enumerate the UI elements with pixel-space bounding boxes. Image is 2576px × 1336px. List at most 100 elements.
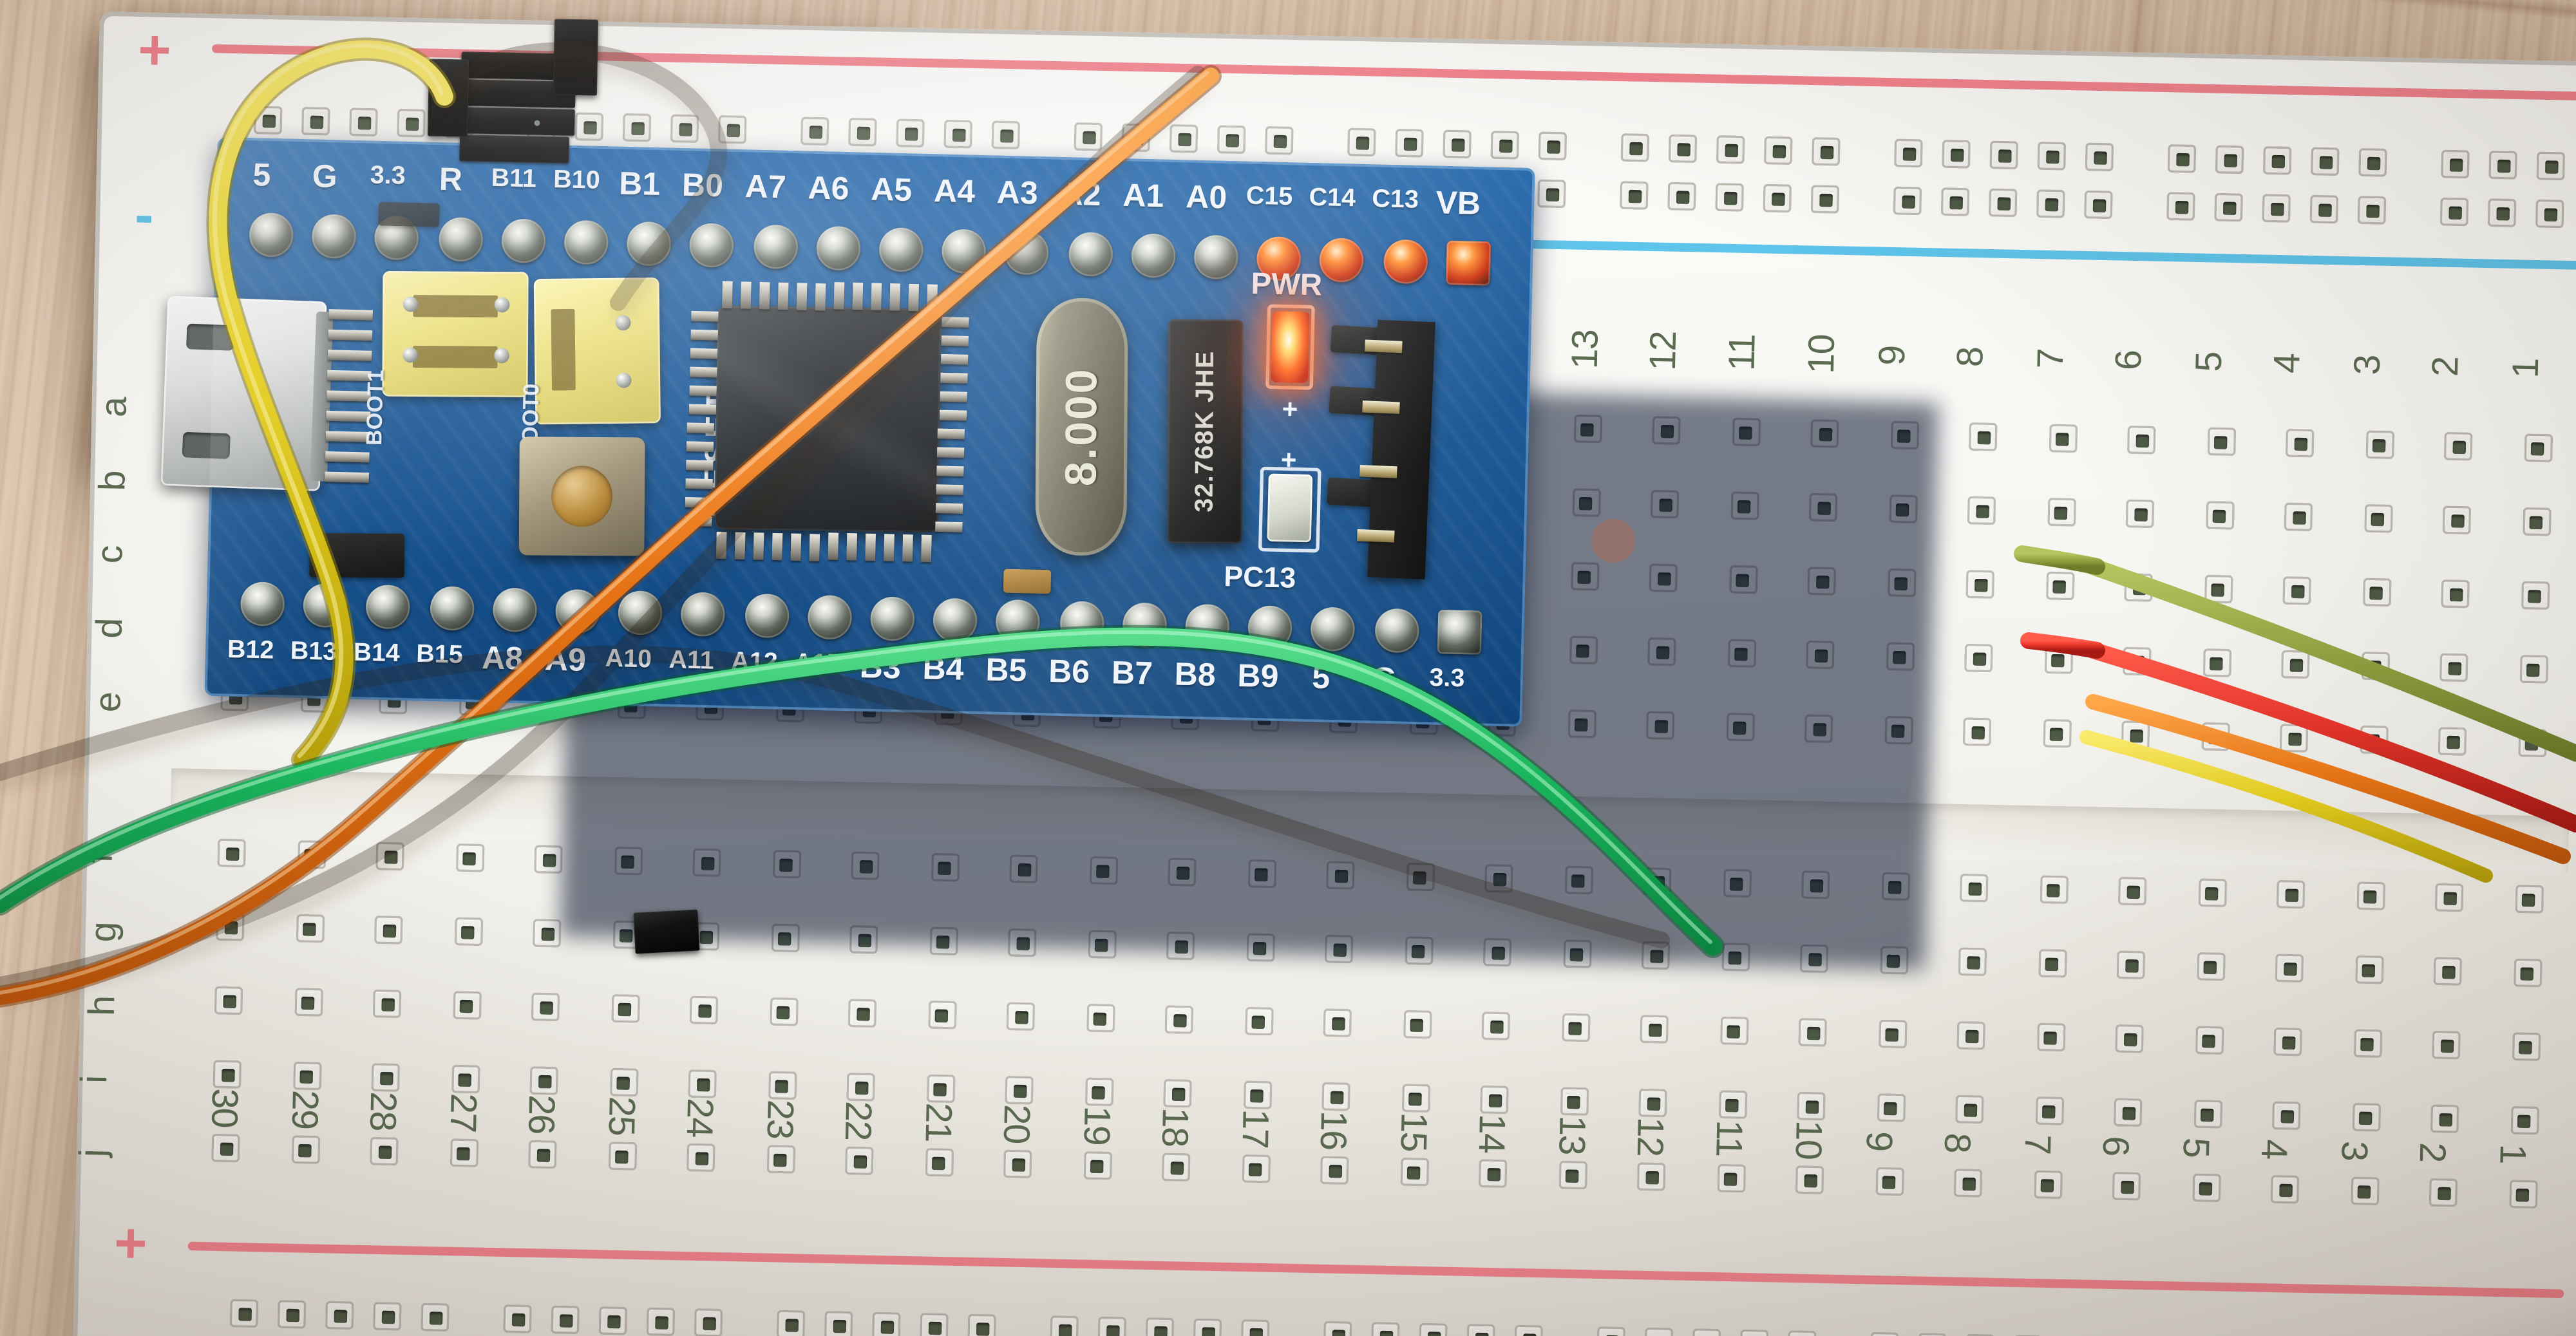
tie-point-hole[interactable]: [1480, 1085, 1509, 1115]
top-solder-pad[interactable]: [1319, 238, 1365, 283]
top-solder-pad[interactable]: [815, 225, 861, 271]
tie-point-hole[interactable]: [767, 1071, 796, 1100]
top-solder-pad[interactable]: [1193, 234, 1239, 280]
power-rail-hole[interactable]: [967, 1313, 996, 1336]
power-rail-hole[interactable]: [1514, 1324, 1543, 1336]
power-rail-hole[interactable]: [325, 1301, 354, 1330]
power-rail-hole[interactable]: [2085, 142, 2114, 172]
tie-point-hole[interactable]: [1399, 1157, 1428, 1187]
tie-point-hole[interactable]: [2285, 428, 2315, 458]
bottom-solder-pad[interactable]: [1184, 603, 1230, 649]
tie-point-hole[interactable]: [2517, 728, 2546, 758]
tie-point-hole[interactable]: [1716, 1163, 1745, 1193]
tie-point-hole[interactable]: [1084, 1077, 1113, 1107]
tie-point-hole[interactable]: [1005, 1075, 1034, 1105]
tie-point-hole[interactable]: [923, 1147, 953, 1177]
tie-point-hole[interactable]: [1401, 1084, 1430, 1113]
power-rail-hole[interactable]: [2441, 149, 2470, 179]
tie-point-hole[interactable]: [2518, 654, 2548, 684]
power-rail-hole[interactable]: [1466, 1324, 1495, 1336]
top-solder-pad[interactable]: [1445, 240, 1491, 286]
tie-point-hole[interactable]: [1874, 1167, 1904, 1196]
power-rail-hole[interactable]: [776, 1310, 806, 1336]
boot0-jumper[interactable]: [533, 278, 661, 425]
tie-point-hole[interactable]: [2520, 581, 2549, 610]
tie-point-hole[interactable]: [2047, 424, 2077, 453]
power-rail-hole[interactable]: [1965, 1333, 1994, 1336]
power-rail-hole[interactable]: [670, 114, 699, 144]
tie-point-hole[interactable]: [531, 992, 560, 1022]
power-rail-hole[interactable]: [373, 1301, 402, 1331]
tie-point-hole[interactable]: [2439, 653, 2468, 682]
power-rail-hole[interactable]: [1419, 1322, 1448, 1336]
bottom-solder-pad[interactable]: [744, 593, 790, 639]
power-rail-hole[interactable]: [1940, 187, 1970, 216]
power-rail-hole[interactable]: [1074, 122, 1103, 151]
power-rail-hole[interactable]: [824, 1311, 853, 1336]
tie-point-hole[interactable]: [2112, 1172, 2141, 1201]
tie-point-hole[interactable]: [371, 1063, 401, 1092]
tie-point-hole[interactable]: [1244, 1006, 1273, 1036]
power-rail-hole[interactable]: [1810, 185, 1840, 214]
tie-point-hole[interactable]: [1956, 1021, 1985, 1050]
power-rail-hole[interactable]: [1097, 1316, 1127, 1336]
tie-point-hole[interactable]: [2125, 499, 2155, 529]
tie-point-hole[interactable]: [528, 1140, 557, 1169]
power-rail-hole[interactable]: [1692, 1328, 1721, 1336]
header-bottom[interactable]: [633, 909, 700, 954]
bottom-solder-pad[interactable]: [1437, 609, 1482, 655]
tie-point-hole[interactable]: [2353, 1029, 2382, 1058]
tie-point-hole[interactable]: [1636, 1162, 1666, 1191]
power-rail-hole[interactable]: [2358, 147, 2387, 177]
tie-point-hole[interactable]: [2355, 881, 2385, 910]
tie-point-hole[interactable]: [2197, 878, 2226, 907]
tie-point-hole[interactable]: [2045, 571, 2074, 601]
bottom-solder-pad[interactable]: [1247, 605, 1293, 650]
tie-point-hole[interactable]: [213, 1060, 242, 1089]
tie-point-hole[interactable]: [687, 1143, 715, 1172]
tie-point-hole[interactable]: [2351, 1102, 2380, 1132]
tie-point-hole[interactable]: [1402, 1010, 1432, 1039]
power-rail-hole[interactable]: [1739, 1329, 1769, 1336]
tie-point-hole[interactable]: [1085, 1003, 1115, 1033]
tie-point-hole[interactable]: [765, 1145, 795, 1174]
power-rail-hole[interactable]: [2167, 144, 2197, 173]
top-solder-pad[interactable]: [627, 221, 672, 267]
tie-point-hole[interactable]: [372, 989, 402, 1019]
tie-point-hole[interactable]: [688, 1069, 717, 1098]
power-rail-hole[interactable]: [1894, 138, 1923, 168]
power-rail-hole[interactable]: [2036, 189, 2065, 218]
tie-point-hole[interactable]: [2443, 431, 2473, 461]
power-rail-hole[interactable]: [1443, 129, 1472, 159]
tie-point-hole[interactable]: [2115, 1024, 2144, 1053]
power-rail-hole[interactable]: [991, 120, 1021, 150]
tie-point-hole[interactable]: [453, 917, 482, 946]
tie-point-hole[interactable]: [609, 1068, 638, 1097]
tie-point-hole[interactable]: [2113, 1098, 2143, 1127]
power-rail-hole[interactable]: [871, 1312, 901, 1336]
power-rail-hole[interactable]: [277, 1299, 307, 1329]
power-rail-hole[interactable]: [1050, 1315, 1079, 1336]
top-solder-pad[interactable]: [312, 214, 357, 259]
top-solder-pad[interactable]: [1382, 239, 1428, 285]
tie-point-hole[interactable]: [2360, 652, 2389, 681]
tie-point-hole[interactable]: [689, 995, 719, 1025]
tie-point-hole[interactable]: [375, 842, 404, 871]
power-rail-hole[interactable]: [503, 1304, 532, 1333]
tie-point-hole[interactable]: [2521, 507, 2551, 536]
tie-point-hole[interactable]: [2191, 1173, 2221, 1203]
power-rail-hole[interactable]: [2215, 145, 2244, 174]
tie-point-hole[interactable]: [290, 1135, 319, 1164]
power-rail-hole[interactable]: [574, 112, 604, 142]
tie-point-hole[interactable]: [1955, 1095, 1984, 1124]
power-rail-hole[interactable]: [1490, 130, 1520, 160]
tie-point-hole[interactable]: [2362, 578, 2391, 607]
tie-point-hole[interactable]: [2201, 648, 2231, 677]
tie-point-hole[interactable]: [2126, 425, 2156, 455]
power-rail-hole[interactable]: [1395, 128, 1424, 158]
bottom-solder-pad[interactable]: [240, 581, 285, 627]
top-solder-pad[interactable]: [878, 227, 924, 272]
tie-point-hole[interactable]: [2270, 1174, 2300, 1204]
power-rail-hole[interactable]: [1264, 126, 1294, 155]
tie-point-hole[interactable]: [1006, 1002, 1036, 1031]
